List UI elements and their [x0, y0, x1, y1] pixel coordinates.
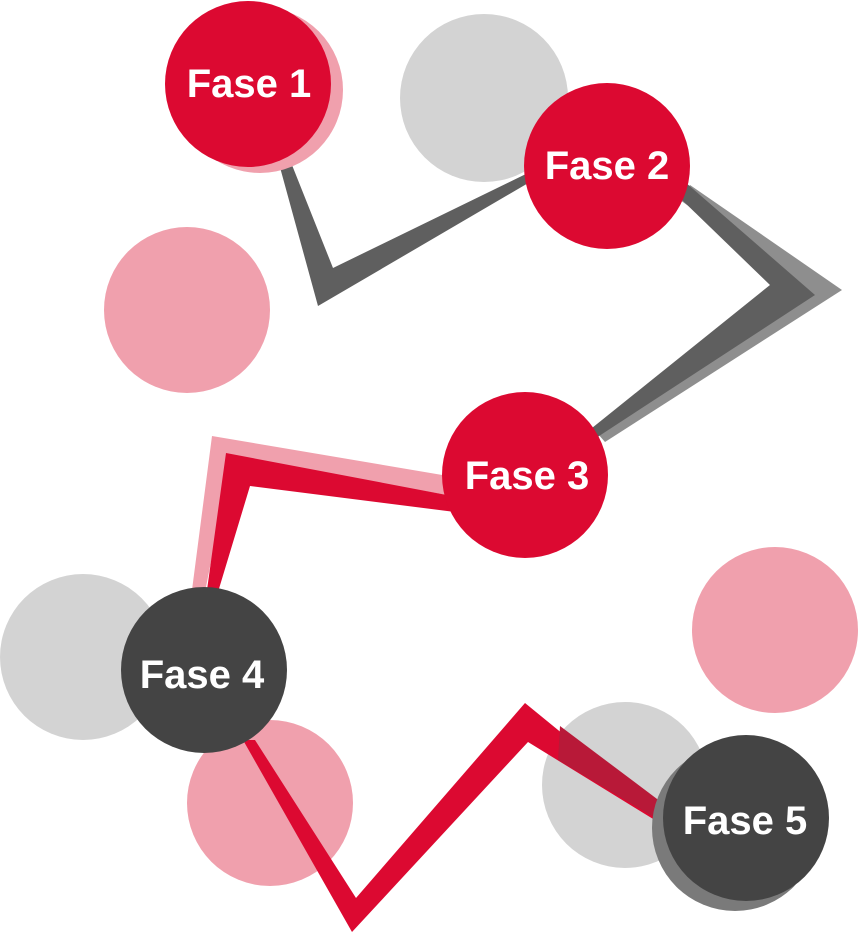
phase-5-circle — [663, 735, 829, 901]
decor-circle-gray-left — [0, 574, 166, 740]
connector-2-3 — [592, 182, 815, 438]
connector-2-3-shadow — [598, 185, 842, 442]
phase-4-circle — [121, 587, 287, 753]
phase-2-label: Fase 2 — [545, 144, 670, 188]
phase-1-circle — [165, 1, 331, 167]
connector-3-4 — [207, 453, 455, 592]
decor-circle-gray-top — [400, 14, 568, 182]
phase-node-3: Fase 3 — [442, 392, 608, 558]
phase-5-label: Fase 5 — [683, 799, 808, 843]
connector-4-5 — [243, 703, 662, 932]
phase-1-label: Fase 1 — [187, 62, 312, 106]
phase-node-2: Fase 2 — [524, 83, 690, 249]
phase-2-circle — [524, 83, 690, 249]
phase-3-label: Fase 3 — [465, 454, 590, 498]
decor-circle-pink-right — [692, 547, 858, 713]
phase-node-5: Fase 5 — [652, 735, 829, 911]
phase-node-4: Fase 4 — [121, 587, 287, 753]
connector-4-5-dark-tip — [558, 726, 665, 822]
phase-node-1: Fase 1 — [165, 1, 343, 173]
connectors — [192, 160, 842, 932]
decor-circle-pink-left — [104, 227, 270, 393]
phase-4-label: Fase 4 — [140, 653, 265, 697]
connector-1-2 — [278, 160, 530, 306]
phase-3-circle — [442, 392, 608, 558]
connector-3-4-shadow — [192, 436, 460, 592]
